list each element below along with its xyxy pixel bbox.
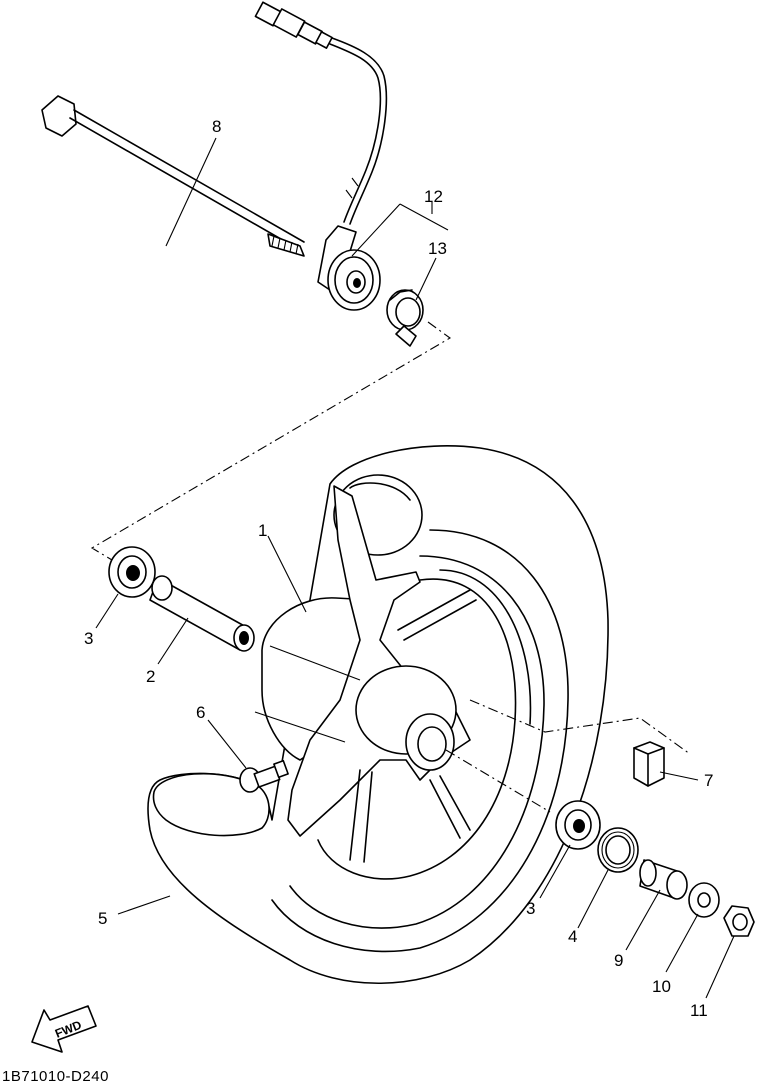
valve-stem [239, 759, 289, 793]
speedometer-gear-unit [317, 225, 381, 311]
balance-weight [633, 741, 665, 787]
wheel-hub [254, 485, 532, 880]
callout-9: 9 [614, 951, 623, 970]
callout-8: 8 [212, 117, 221, 136]
diagram-code: 1B71010-D240 [2, 1068, 109, 1085]
collar [149, 575, 255, 652]
callout-3-right: 3 [526, 899, 535, 918]
callout-11: 11 [690, 1001, 708, 1020]
wheel-axle [41, 95, 305, 257]
gear-retainer [386, 289, 424, 347]
callout-12: 12 [424, 187, 443, 206]
fwd-arrow: FWD [31, 1005, 97, 1053]
callout-3-left: 3 [84, 629, 93, 648]
callout-4: 4 [568, 927, 577, 946]
speedometer-cable [254, 1, 388, 225]
callout-6: 6 [196, 703, 205, 722]
leader-lines [95, 137, 735, 999]
callout-2: 2 [146, 667, 155, 686]
washer [688, 882, 720, 918]
bearing-left [108, 546, 156, 598]
collar-right [639, 859, 688, 900]
callout-labels: 1 2 3 3 4 5 6 7 8 9 10 11 12 13 [84, 117, 713, 1020]
oil-seal [597, 827, 639, 873]
callout-5: 5 [98, 909, 107, 928]
axle-nut [723, 905, 755, 937]
callout-1: 1 [258, 521, 267, 540]
callout-10: 10 [652, 977, 671, 996]
bearing-right [555, 800, 601, 850]
callout-7: 7 [704, 771, 713, 790]
callout-13: 13 [428, 239, 447, 258]
